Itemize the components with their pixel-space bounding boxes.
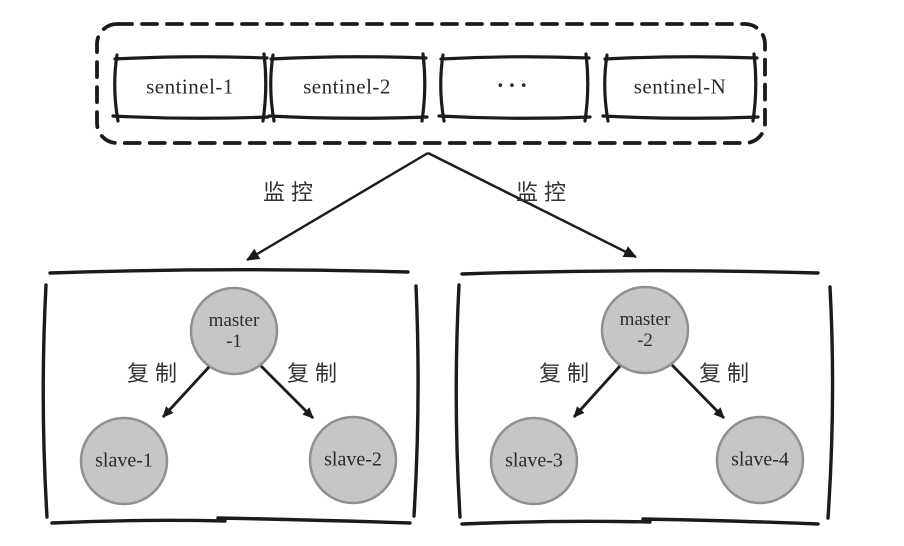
sentinel-n-label: sentinel-N — [633, 74, 727, 99]
monitor-arrow-left — [246, 151, 429, 262]
sentinel-1-label: sentinel-1 — [146, 74, 234, 99]
redis-group-1-border — [41, 268, 420, 525]
master-2-label: master -2 — [620, 309, 671, 351]
sentinel-2-box-border — [267, 52, 429, 123]
replicate-arrow-master2-slave4 — [671, 364, 725, 419]
replicate-label-1: 复制 — [126, 361, 184, 386]
replicate-label-2: 复制 — [286, 361, 344, 386]
slave-4-node — [715, 415, 805, 505]
sentinel-cluster-border — [95, 22, 767, 145]
monitor-label-right: 监控 — [515, 180, 573, 205]
monitor-label-left: 监控 — [262, 180, 320, 205]
slave-4-label: slave-4 — [731, 448, 789, 471]
replicate-label-3: 复制 — [538, 361, 596, 386]
master-1-node — [189, 286, 279, 376]
master-1-label: master -1 — [209, 310, 260, 352]
master-2-label-line2: -2 — [637, 330, 653, 351]
slave-3-node — [489, 416, 579, 506]
slave-2-label: slave-2 — [324, 448, 382, 471]
sentinel-1-box-border — [111, 52, 270, 123]
monitor-arrow-right — [427, 151, 637, 259]
slave-1-label: slave-1 — [95, 449, 153, 472]
replicate-label-4: 复制 — [698, 361, 756, 386]
master-2-label-line1: master — [619, 309, 671, 330]
slave-2-node — [308, 415, 398, 505]
master-2-node — [600, 285, 690, 375]
redis-group-2-border — [454, 269, 835, 526]
slave-1-node — [79, 416, 169, 506]
sentinel-ellipsis-label: ··· — [496, 73, 532, 98]
slave-3-label: slave-3 — [505, 449, 563, 472]
replicate-arrow-master1-slave1 — [161, 366, 211, 418]
replicate-arrow-master2-slave3 — [572, 365, 622, 418]
master-1-label-line1: master — [208, 310, 260, 331]
replicate-arrow-master1-slave2 — [260, 365, 314, 419]
sentinel-ellipsis-box-border — [437, 52, 592, 123]
master-1-label-line2: -1 — [226, 331, 242, 352]
sentinel-2-label: sentinel-2 — [303, 74, 391, 99]
sentinel-n-box-border — [601, 52, 760, 123]
